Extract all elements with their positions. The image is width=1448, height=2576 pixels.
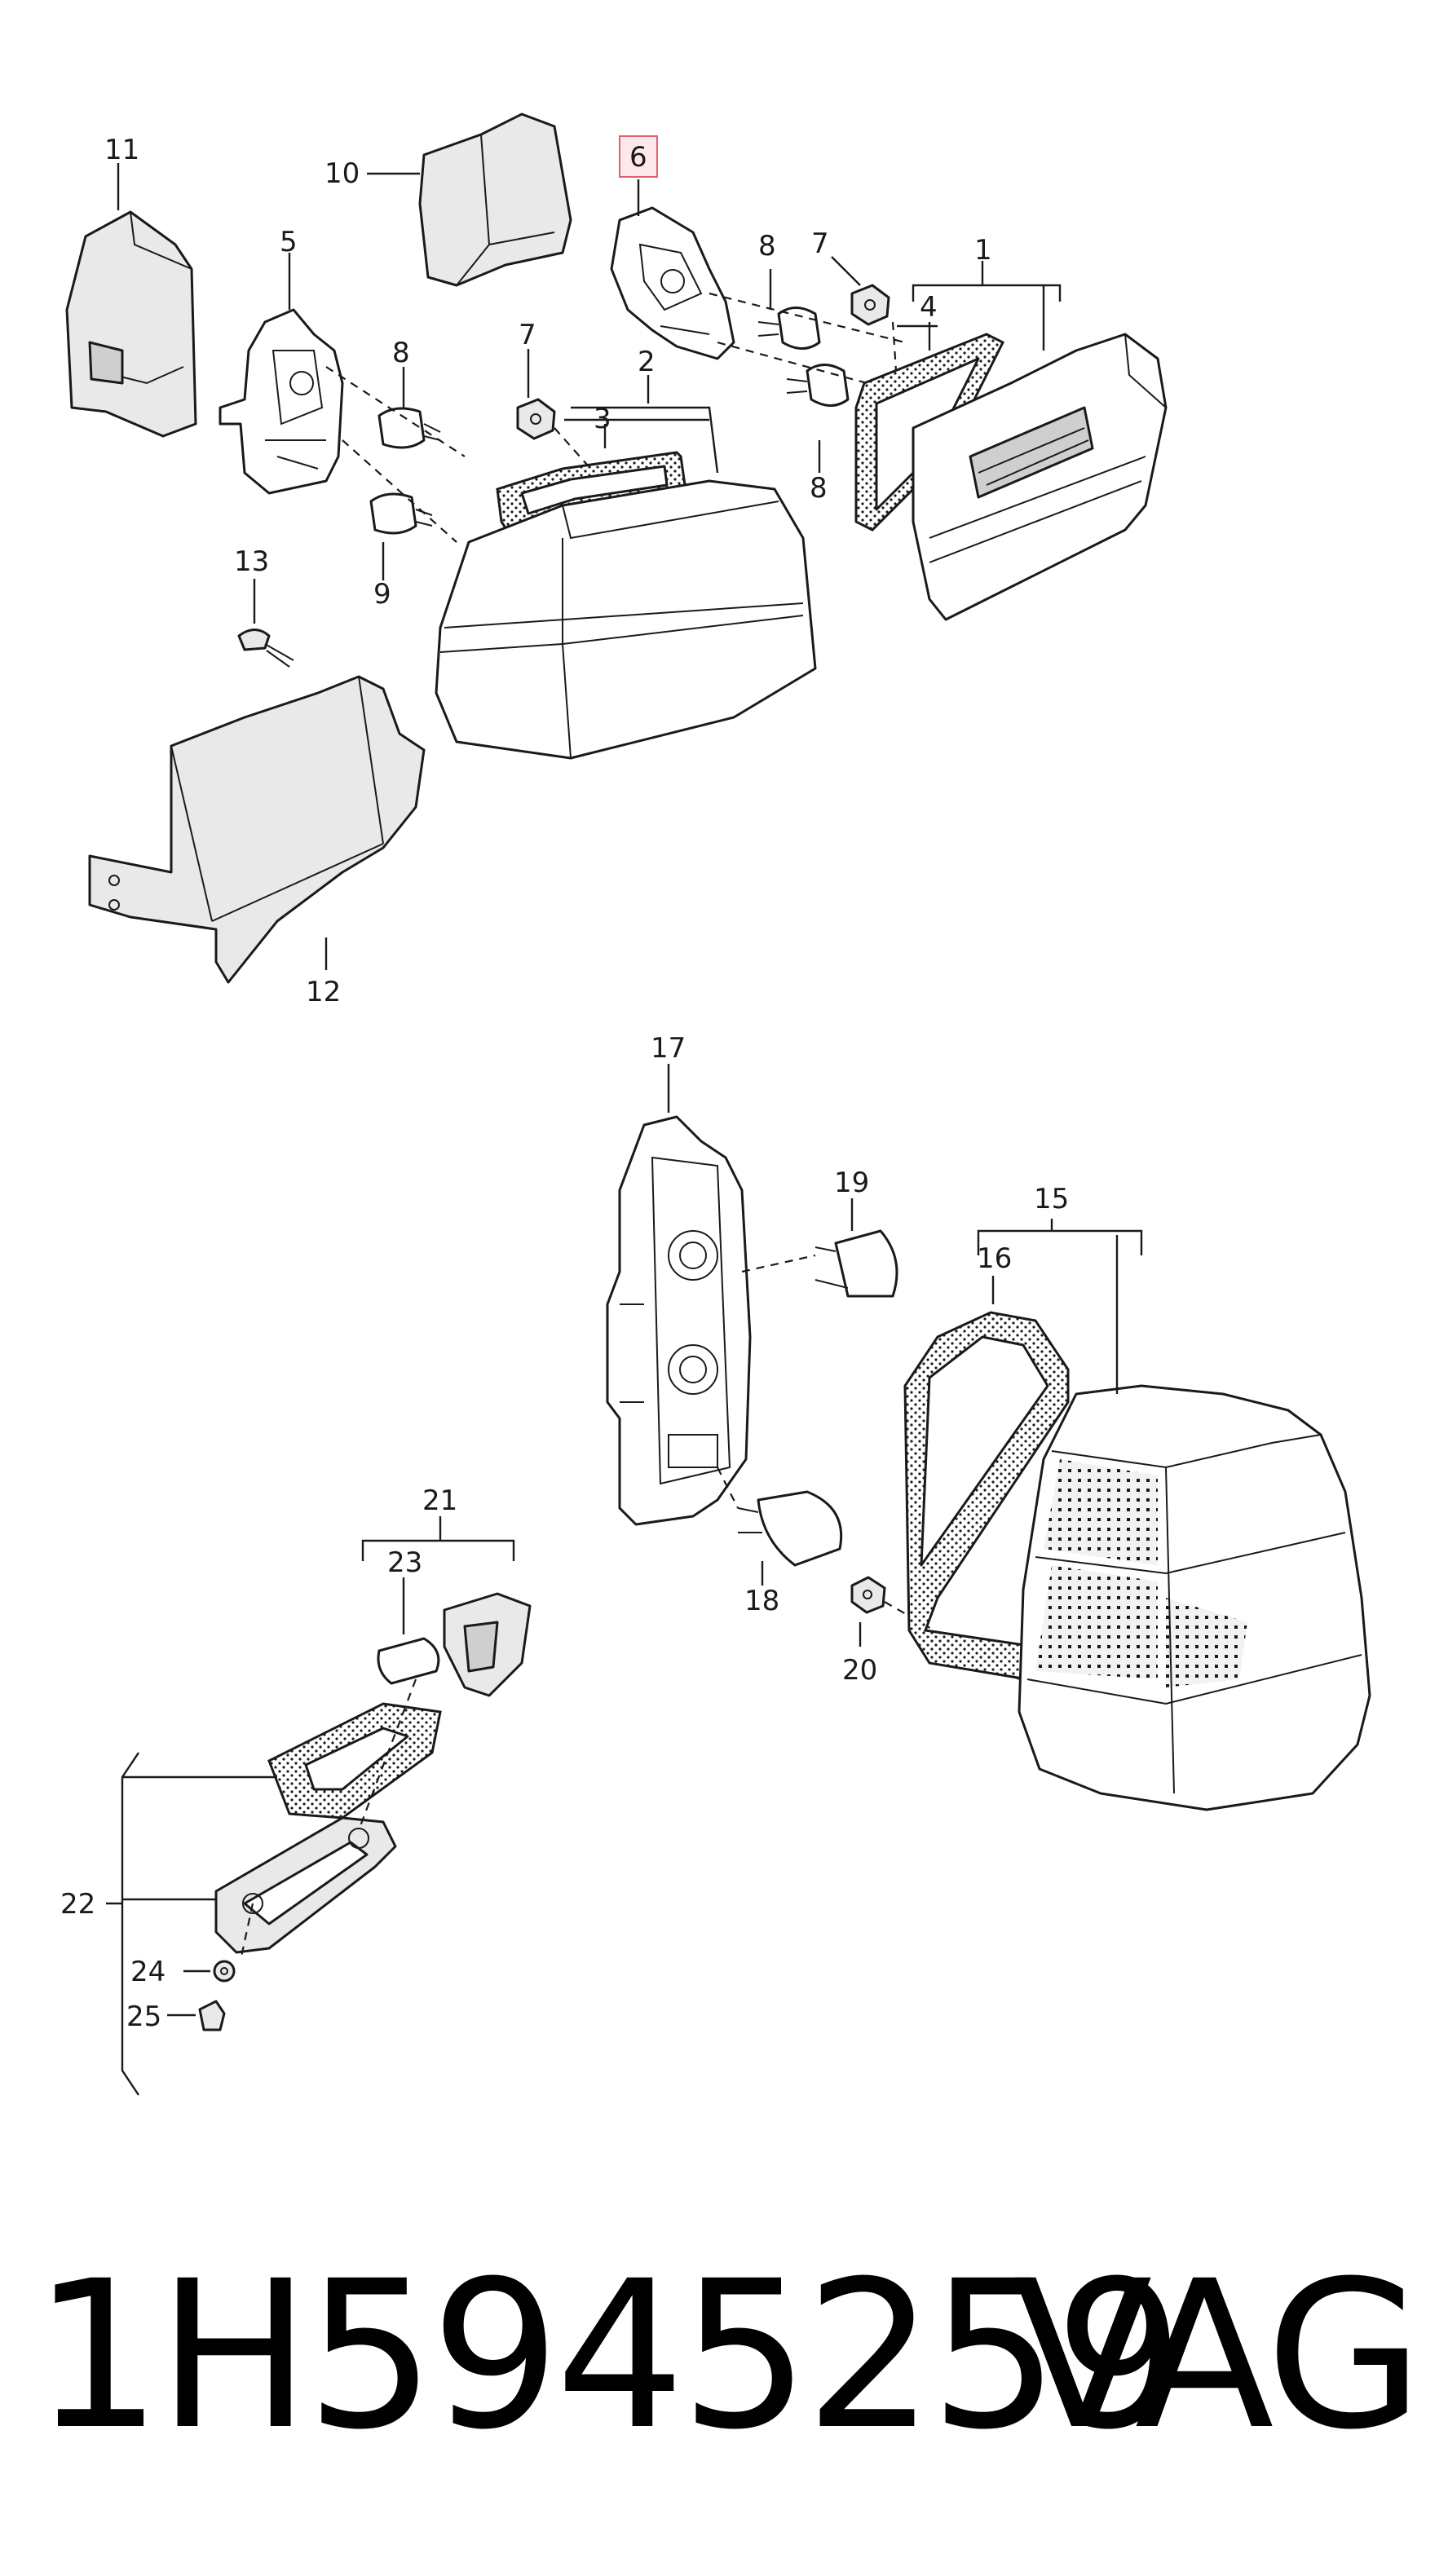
callout-6-highlight-box [619,135,658,178]
part-1-lamp-assembly [912,333,1168,621]
part-9-bulb [369,492,433,535]
callout-8-c: 8 [810,472,828,505]
part-23-bulb [377,1637,440,1685]
callout-21: 21 [422,1484,457,1517]
part-7-nut-left [516,398,556,440]
footer: 1H5945259 VAG [0,2234,1448,2478]
part-5-bulb-holder [219,308,344,495]
callout-4: 4 [920,291,938,324]
callout-1: 1 [974,234,992,267]
callout-19: 19 [834,1167,869,1199]
part-22-housing [214,1816,397,1954]
callout-20: 20 [842,1654,877,1687]
part-24-washer [213,1960,236,1983]
callout-7-b: 7 [519,319,536,351]
part-25-screw [198,2000,226,2031]
part-13-screw [237,629,294,668]
callout-17: 17 [651,1032,686,1065]
callout-labels: 11 10 6 5 8 7 1 4 8 7 2 3 8 13 9 12 17 1… [60,134,1069,2033]
callout-2: 2 [638,346,656,378]
part-15-lamp [1018,1384,1371,1811]
part-2-lamp-lens [435,479,817,760]
callout-8-b: 8 [392,337,410,369]
part-20-nut [850,1576,886,1614]
brand-name: VAG [1013,2237,1424,2474]
callout-16: 16 [977,1242,1012,1275]
part-17-bulb-holder [606,1115,752,1526]
part-12-bracket [88,675,426,984]
part-19-bulb [814,1229,898,1298]
part-8-bulb-b [786,364,850,407]
part-18-bulb [737,1490,843,1567]
callout-3: 3 [594,403,611,435]
exploded-parts-diagram: 11 10 6 5 8 7 1 4 8 7 2 3 8 13 9 12 17 1… [60,112,1371,2096]
part-7-nut-right [850,284,890,326]
callout-10: 10 [324,157,360,190]
callout-13: 13 [234,545,269,578]
callout-8-a: 8 [758,230,776,262]
callout-11: 11 [104,134,139,166]
callout-18: 18 [744,1585,779,1617]
part-22-gasket [267,1702,442,1820]
callout-5: 5 [280,226,298,258]
callout-7-a: 7 [811,227,829,260]
part-16-gasket [903,1311,1070,1681]
callout-12: 12 [306,976,341,1008]
callout-25: 25 [126,2000,161,2033]
part-number: 1H5945259 [33,2237,1184,2474]
part-6-bulb-holder [610,206,735,360]
part-8-bulb-a [757,307,821,350]
callout-6: 6 [629,141,647,174]
part-11-cover [65,210,197,438]
callout-23: 23 [387,1546,422,1579]
part-10-cover [418,112,572,287]
callout-24: 24 [130,1956,166,1988]
part-21-connector [443,1592,532,1697]
callout-15: 15 [1034,1183,1069,1215]
callout-22: 22 [60,1888,95,1921]
part-8-bulb-c [377,407,441,449]
callout-9: 9 [373,578,391,611]
